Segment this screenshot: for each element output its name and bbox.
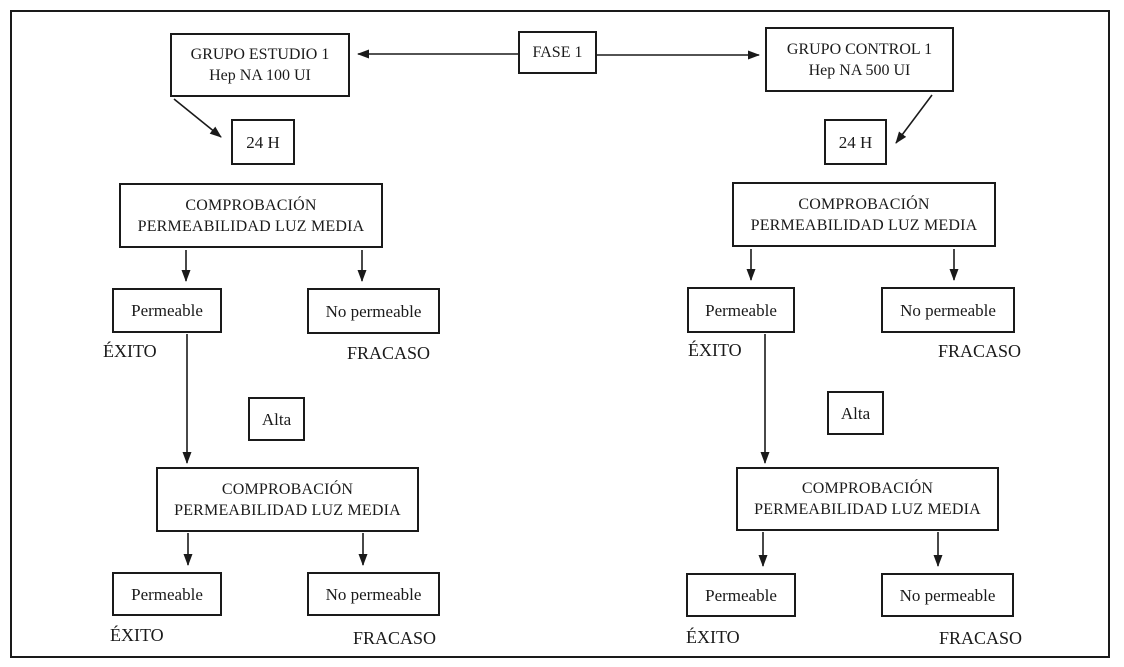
study-group-box: GRUPO ESTUDIO 1 Hep NA 100 UI [170,33,350,97]
control-fracaso2-label: FRACASO [939,628,1023,648]
study-check1-line2: PERMEABILIDAD LUZ MEDIA [137,217,365,235]
study-exito1-label: ÉXITO [103,341,157,361]
control-nopermeable1-label: No permeable [900,300,996,320]
study-24h-box: 24 H [231,119,295,165]
control-check1-line1: COMPROBACIÓN [798,195,930,213]
study-check1-box: COMPROBACIÓN PERMEABILIDAD LUZ MEDIA [119,183,383,248]
study-permeable2-box: Permeable [112,572,222,616]
study-permeable2-label: Permeable [131,584,203,604]
study-alta-label: Alta [261,409,292,429]
arrow-study-to-24h [173,98,222,138]
control-alta-label: Alta [840,403,871,423]
study-alta-box: Alta [248,397,305,441]
control-group-title: GRUPO CONTROL 1 [786,40,933,58]
diagram-border [10,10,1110,658]
control-nopermeable2-label: No permeable [899,585,996,605]
fase-label: FASE 1 [532,44,583,61]
control-24h-box: 24 H [824,119,887,165]
study-permeable1-box: Permeable [112,288,222,333]
control-check2-box: COMPROBACIÓN PERMEABILIDAD LUZ MEDIA [736,467,999,531]
study-check1-line1: COMPROBACIÓN [185,196,317,214]
arrow-control-to-24h [895,94,933,144]
control-nopermeable1-box: No permeable [881,287,1015,333]
control-permeable2-label: Permeable [705,585,777,605]
study-check2-line1: COMPROBACIÓN [221,480,354,498]
control-24h-label: 24 H [838,132,873,152]
control-alta-box: Alta [827,391,884,435]
study-nopermeable1-label: No permeable [325,301,422,321]
control-group-box: GRUPO CONTROL 1 Hep NA 500 UI [765,27,954,92]
control-check1-box: COMPROBACIÓN PERMEABILIDAD LUZ MEDIA [732,182,996,247]
study-24h-label: 24 H [246,132,280,152]
control-permeable1-box: Permeable [687,287,795,333]
study-check2-box: COMPROBACIÓN PERMEABILIDAD LUZ MEDIA [156,467,419,532]
study-group-title: GRUPO ESTUDIO 1 [190,46,330,63]
control-nopermeable2-box: No permeable [881,573,1014,617]
control-permeable2-box: Permeable [686,573,796,617]
study-fracaso2-label: FRACASO [353,628,437,648]
control-permeable1-label: Permeable [705,300,777,320]
study-exito2-label: ÉXITO [110,625,164,645]
study-permeable1-label: Permeable [131,301,203,320]
control-exito2-label: ÉXITO [686,627,740,647]
fase-box: FASE 1 [518,31,597,74]
study-nopermeable2-label: No permeable [325,584,422,604]
control-group-dose: Hep NA 500 UI [808,61,911,79]
control-exito1-label: ÉXITO [688,340,742,360]
study-nopermeable2-box: No permeable [307,572,440,616]
study-group-dose: Hep NA 100 UI [209,67,311,84]
control-check1-line2: PERMEABILIDAD LUZ MEDIA [750,216,978,234]
control-check2-line1: COMPROBACIÓN [801,480,934,497]
study-nopermeable1-box: No permeable [307,288,440,334]
control-fracaso1-label: FRACASO [938,341,1022,361]
study-fracaso1-label: FRACASO [347,343,431,363]
study-check2-line2: PERMEABILIDAD LUZ MEDIA [174,501,401,519]
control-check2-line2: PERMEABILIDAD LUZ MEDIA [754,501,981,518]
